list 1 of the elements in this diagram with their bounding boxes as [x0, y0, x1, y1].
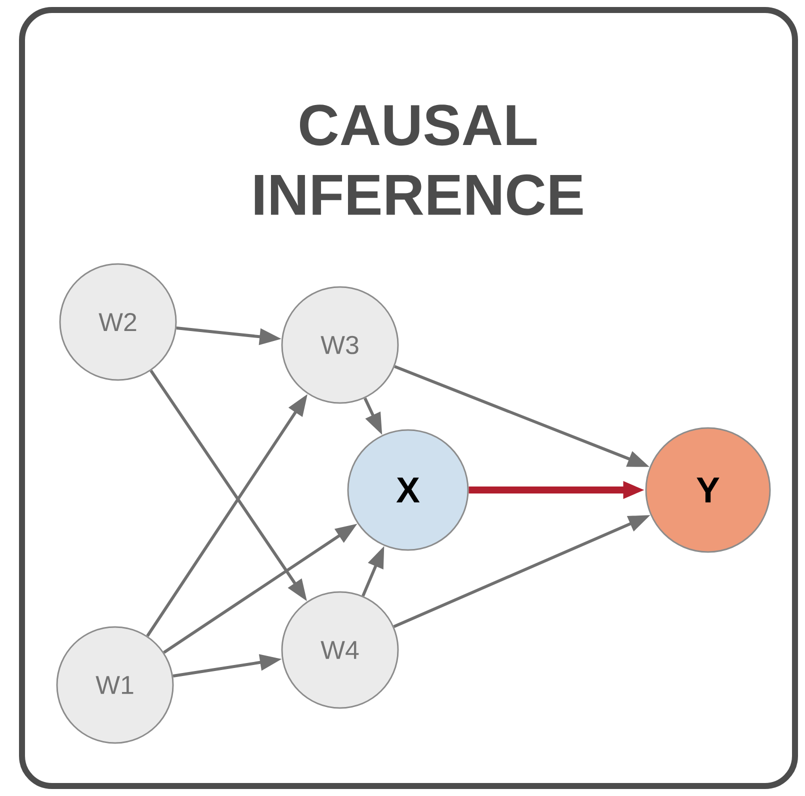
- title: CAUSAL INFERENCE: [254, 104, 583, 216]
